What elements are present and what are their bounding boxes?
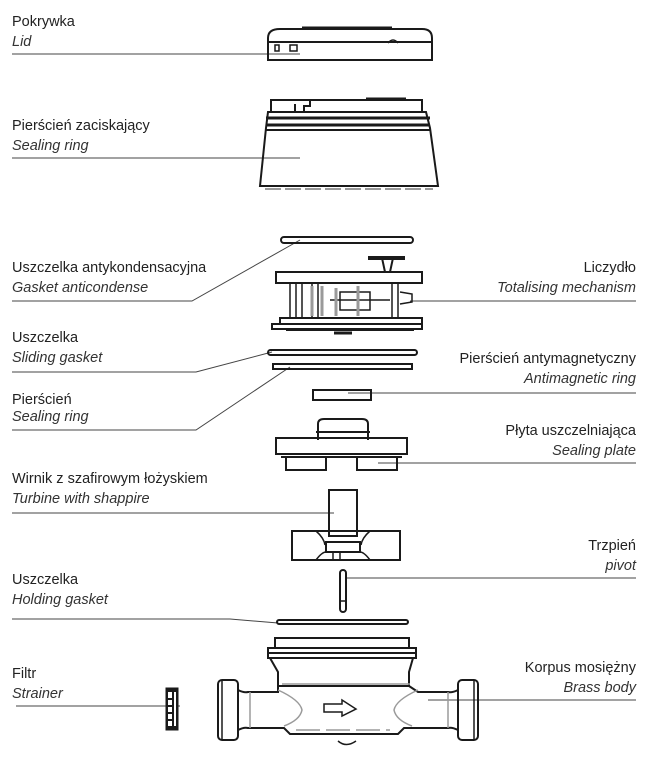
label-turbine-pl: Wirnik z szafirowym łożyskiem <box>12 471 208 487</box>
label-anticondense-gasket-en: Gasket anticondense <box>12 280 149 296</box>
sealing-plate-shape <box>275 418 408 471</box>
label-clamp-ring-en: Sealing ring <box>12 138 89 154</box>
flow-arrow-icon <box>323 698 358 718</box>
label-pivot-pl: Trzpień <box>588 538 636 554</box>
label-strainer-en: Strainer <box>12 686 63 702</box>
label-brass-body-pl: Korpus mosiężny <box>524 660 636 676</box>
antimagnetic-ring-shape <box>312 389 372 401</box>
label-sealing-ring: Pierścień Sealing ring <box>12 392 89 426</box>
label-turbine-en: Turbine with shappire <box>12 491 150 507</box>
label-antimagnetic-ring-pl: Pierścień antymagnetyczny <box>459 351 637 367</box>
label-pivot: Trzpień pivot <box>588 536 636 576</box>
label-holding-gasket: Uszczelka Holding gasket <box>12 570 108 610</box>
leader-sliding-gasket <box>12 351 273 373</box>
leader-anticondense-gasket <box>12 239 301 302</box>
brass-body-shape <box>217 637 479 746</box>
label-totalising-mechanism-pl: Liczydło <box>583 260 636 276</box>
label-brass-body-en: Brass body <box>563 680 636 696</box>
label-holding-gasket-pl: Uszczelka <box>12 572 79 588</box>
label-brass-body: Korpus mosiężny Brass body <box>525 658 636 698</box>
label-sliding-gasket-pl: Uszczelka <box>12 330 79 346</box>
turbine-shape <box>291 489 401 561</box>
label-holding-gasket-en: Holding gasket <box>12 592 108 608</box>
label-clamp-ring-pl: Pierścień zaciskający <box>12 118 150 134</box>
label-sealing-plate-en: Sealing plate <box>552 443 636 459</box>
pivot-shape <box>339 569 347 613</box>
label-sealing-plate-pl: Płyta uszczelniająca <box>505 423 636 439</box>
label-antimagnetic-ring-en: Antimagnetic ring <box>523 371 636 387</box>
label-totalising-mechanism: Liczydło Totalising mechanism <box>497 258 636 298</box>
label-antimagnetic-ring: Pierścień antymagnetyczny Antimagnetic r… <box>460 349 637 389</box>
label-sealing-ring-en: Sealing ring <box>12 409 89 425</box>
label-anticondense-gasket: Uszczelka antykondensacyjna Gasket antic… <box>12 258 206 298</box>
label-lid-en: Lid <box>12 34 32 50</box>
label-strainer-pl: Filtr <box>12 666 37 682</box>
label-sealing-plate: Płyta uszczelniająca Sealing plate <box>505 421 636 461</box>
leader-lines <box>12 53 636 707</box>
label-totalising-mechanism-en: Totalising mechanism <box>497 280 636 296</box>
label-turbine: Wirnik z szafirowym łożyskiem Turbine wi… <box>12 469 208 509</box>
label-anticondense-gasket-pl: Uszczelka antykondensacyjna <box>12 260 207 276</box>
sealing-ring-shape <box>272 363 413 370</box>
label-strainer: Filtr Strainer <box>12 664 63 704</box>
holding-gasket-shape <box>276 619 409 625</box>
totalising-mechanism-shape <box>271 256 423 335</box>
label-sealing-ring-pl: Pierścień <box>12 392 72 408</box>
label-sliding-gasket: Uszczelka Sliding gasket <box>12 328 102 368</box>
sliding-gasket-shape <box>267 349 418 356</box>
label-lid-pl: Pokrywka <box>12 14 75 30</box>
lid-shape <box>267 26 433 61</box>
strainer-shape <box>165 687 179 731</box>
leader-holding-gasket <box>12 618 279 624</box>
label-lid: Pokrywka Lid <box>12 12 75 52</box>
label-pivot-en: pivot <box>605 558 636 574</box>
label-clamp-ring: Pierścień zaciskający Sealing ring <box>12 116 150 156</box>
clamp-ring-shape <box>258 97 440 190</box>
anticondense-gasket-shape <box>280 236 414 244</box>
leader-sealing-ring <box>12 366 291 431</box>
label-sliding-gasket-en: Sliding gasket <box>12 350 103 366</box>
